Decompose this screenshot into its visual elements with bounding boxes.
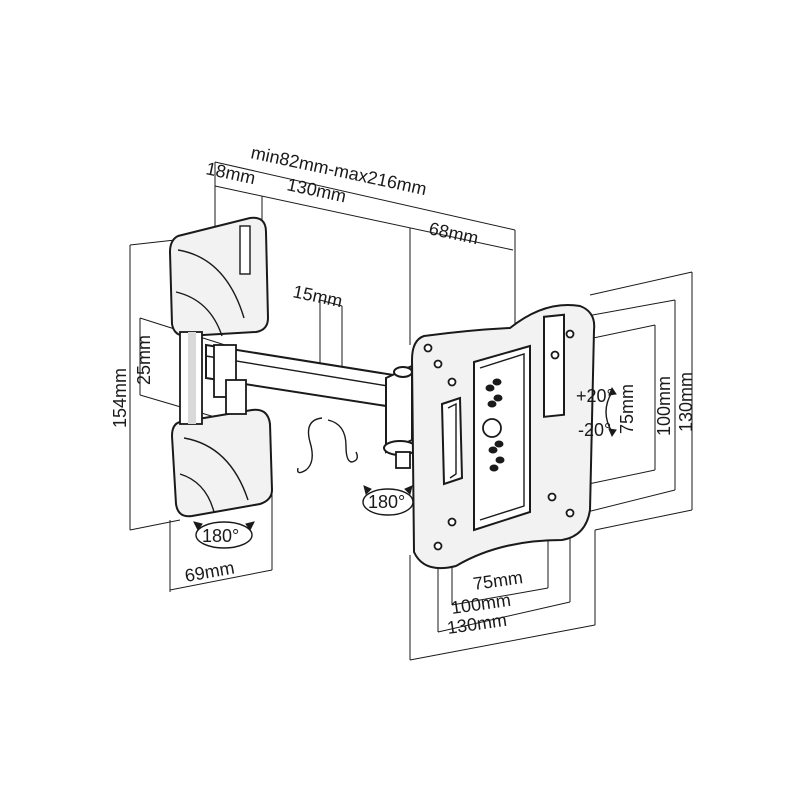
arm-height-label: 25mm <box>134 335 154 385</box>
wall-plate-depth-label: 18mm <box>204 158 257 188</box>
wall-swivel-label: 180° <box>202 526 239 546</box>
head-swivel-label: 180° <box>368 492 405 512</box>
wall-plate-height-label: 154mm <box>110 368 130 428</box>
vesa-vertical-75-label: 75mm <box>617 384 637 434</box>
vesa-plate <box>410 304 596 570</box>
tilt-slots <box>482 378 505 472</box>
mounting-holes <box>423 329 575 551</box>
vesa-vertical-130-label: 130mm <box>676 372 696 432</box>
tilt-down-label: -20° <box>578 420 611 440</box>
dimension-lines <box>129 161 693 661</box>
vesa-vertical-100-label: 100mm <box>654 376 674 436</box>
arm-width-label: 15mm <box>291 281 344 311</box>
vesa-horizontal-75-label: 75mm <box>472 567 524 594</box>
wall-plate <box>168 216 274 518</box>
tilt-up-label: +20° <box>576 386 614 406</box>
arm <box>205 343 417 474</box>
wall-plate-width-label: 69mm <box>183 558 236 586</box>
rotation-arrows <box>193 386 617 549</box>
head-depth-label: 68mm <box>427 218 480 248</box>
